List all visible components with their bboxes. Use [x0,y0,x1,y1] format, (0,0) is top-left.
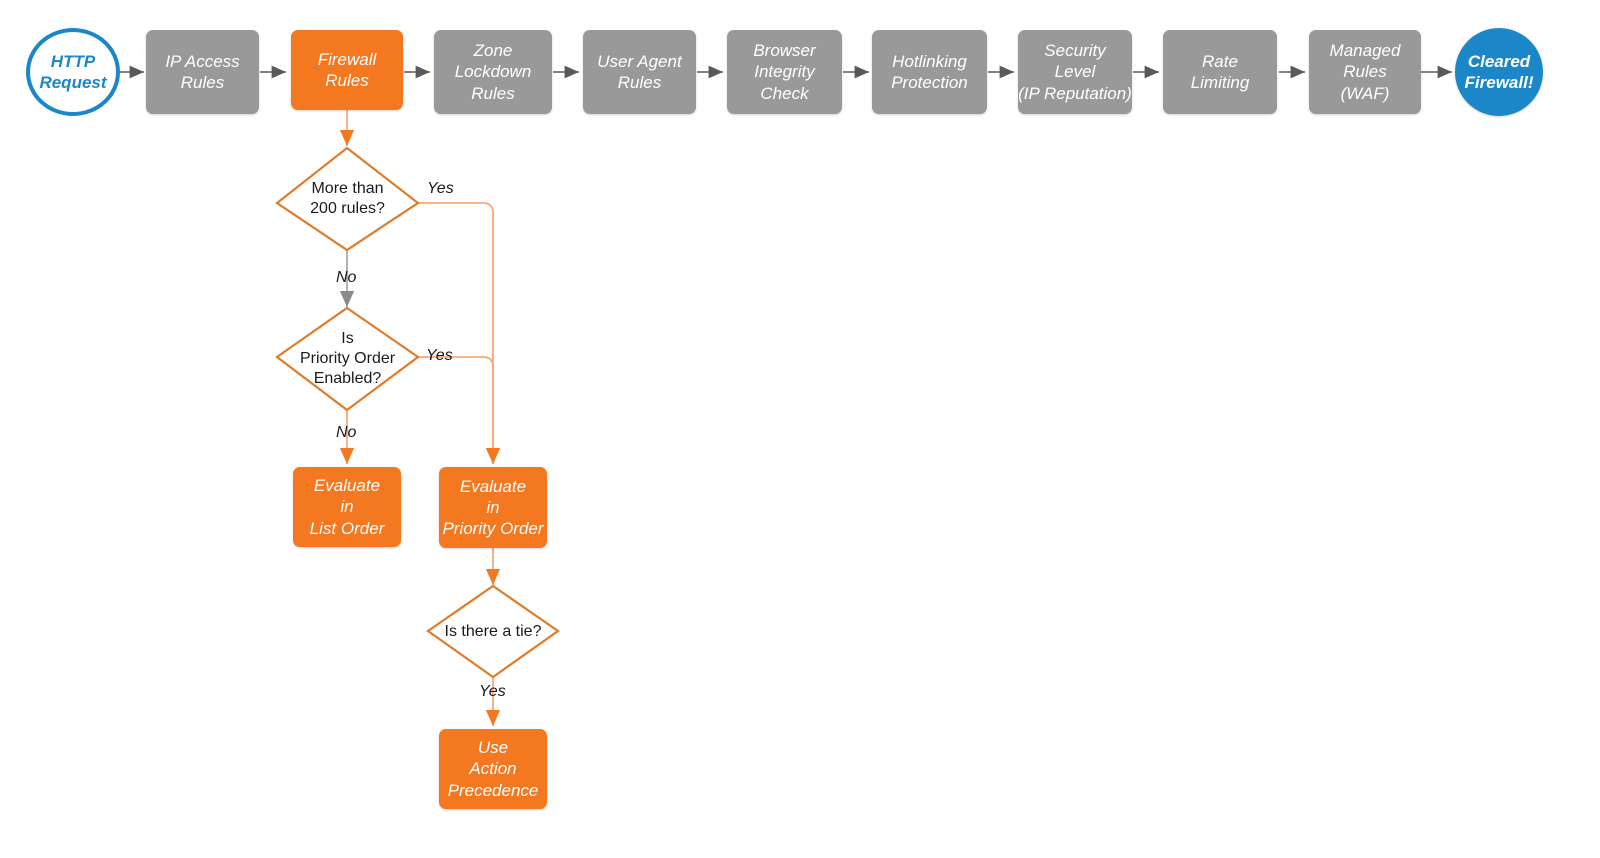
node-browser-integrity-check[interactable]: Browser Integrity Check [727,30,842,114]
decision-is-there-a-tie-label: Is there a tie? [444,622,542,640]
decision-more-than-200-rules[interactable]: More than 200 rules? [277,148,418,250]
node-evaluate-in-priority-order[interactable]: Evaluate in Priority Order [439,467,547,548]
edge-label-tie-yes: Yes [479,683,506,700]
node-http-request[interactable]: HTTP Request [26,28,120,116]
node-use-action-precedence[interactable]: Use Action Precedence [439,729,547,809]
decision-is-priority-order-enabled-label: Is Priority Order Enabled? [299,330,396,387]
node-firewall-rules[interactable]: Firewall Rules [291,30,403,110]
node-security-level[interactable]: Security Level (IP Reputation) [1018,30,1132,114]
decision-is-priority-order-enabled[interactable]: Is Priority Order Enabled? [277,308,418,410]
node-hotlinking-protection[interactable]: Hotlinking Protection [872,30,987,114]
node-zone-lockdown-rules[interactable]: Zone Lockdown Rules [434,30,552,114]
edge-label-more-than-200-no: No [336,269,357,286]
node-rate-limiting[interactable]: Rate Limiting [1163,30,1277,114]
decision-more-than-200-rules-label: More than 200 rules? [310,180,385,217]
node-managed-rules-waf[interactable]: Managed Rules (WAF) [1309,30,1421,114]
edge-priority-order-yes [418,356,501,464]
node-ip-access-rules[interactable]: IP Access Rules [146,30,259,114]
edge-label-more-than-200-yes: Yes [427,180,454,197]
edge-more-than-200-yes [418,202,501,464]
decision-is-there-a-tie[interactable]: Is there a tie? [428,586,558,677]
node-evaluate-in-list-order[interactable]: Evaluate in List Order [293,467,401,547]
edge-label-priority-order-no: No [336,424,357,441]
node-cleared-firewall[interactable]: Cleared Firewall! [1455,28,1543,116]
node-user-agent-rules[interactable]: User Agent Rules [583,30,696,114]
edge-label-priority-order-yes: Yes [426,347,453,364]
